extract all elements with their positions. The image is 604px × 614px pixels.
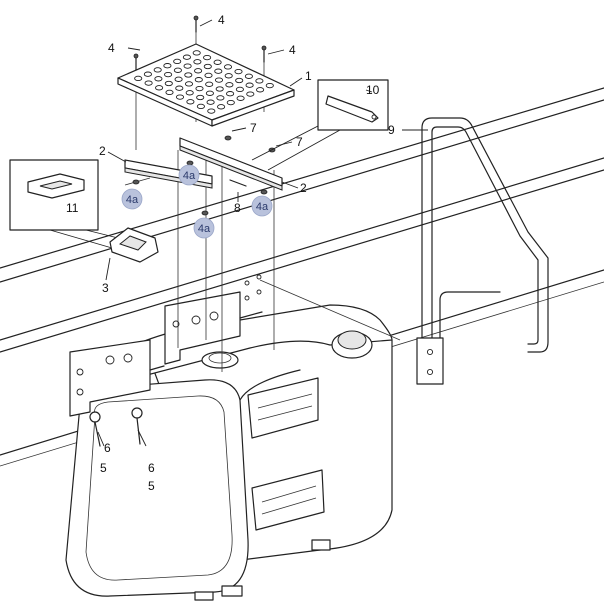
svg-text:4a: 4a xyxy=(198,223,211,235)
label-8: 8 xyxy=(234,201,241,215)
nuts-and-washers xyxy=(132,135,276,216)
label-6a: 6 xyxy=(104,441,111,455)
label-4b: 4 xyxy=(218,13,225,27)
callout-box-11 xyxy=(9,159,127,249)
label-7a: 7 xyxy=(250,121,257,135)
label-3: 3 xyxy=(102,281,109,295)
label-5b: 5 xyxy=(148,479,155,493)
svg-text:4a: 4a xyxy=(256,201,269,213)
label-6b: 6 xyxy=(148,461,155,475)
badge-4a-4: 4a xyxy=(251,195,273,217)
label-11: 11 xyxy=(66,201,79,215)
support-bars xyxy=(124,137,283,191)
label-4a: 4 xyxy=(108,41,115,55)
label-9: 9 xyxy=(388,123,395,137)
svg-text:4a: 4a xyxy=(183,170,196,182)
svg-text:4a: 4a xyxy=(126,194,139,206)
step-bracket xyxy=(109,227,159,263)
label-7b: 7 xyxy=(296,135,303,149)
label-2b: 2 xyxy=(300,181,307,195)
grab-handle xyxy=(416,117,549,385)
label-2a: 2 xyxy=(99,144,106,158)
rail-holes xyxy=(244,274,262,301)
label-5a: 5 xyxy=(100,461,107,475)
badge-4a-2: 4a xyxy=(178,164,200,186)
badge-4a-3: 4a xyxy=(193,217,215,239)
label-1: 1 xyxy=(305,69,312,83)
label-4c: 4 xyxy=(289,43,296,57)
leader-lines xyxy=(97,19,428,447)
step-plate-bolts xyxy=(133,15,267,71)
tank-brackets xyxy=(69,291,263,417)
callout-labels: 1 2 2 3 4 4 4 5 5 6 6 7 7 8 9 10 11 xyxy=(66,13,395,493)
callout-box-10 xyxy=(251,79,389,171)
step-plate-tread-holes xyxy=(134,50,274,114)
step-plate xyxy=(117,43,295,127)
badge-4a-1: 4a xyxy=(121,188,143,210)
label-10: 10 xyxy=(366,83,380,97)
